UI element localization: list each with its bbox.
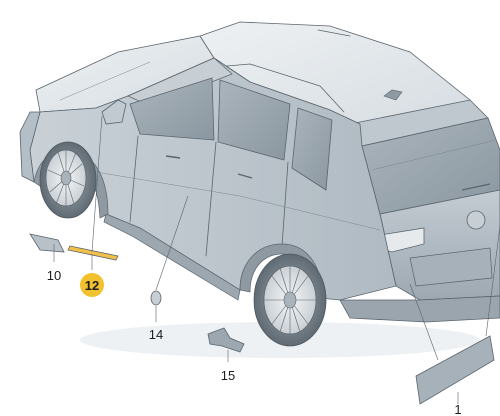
callout-12: 12 <box>85 278 99 293</box>
callout-10: 10 <box>47 268 61 283</box>
part-12-shape <box>67 245 119 261</box>
callout-12-badge: 12 <box>80 273 104 297</box>
suv-illustration <box>19 21 500 358</box>
part-15-shape <box>207 327 245 353</box>
rear-bumper <box>339 295 500 323</box>
plate-recess <box>409 247 493 287</box>
door-handle-rear <box>237 173 253 179</box>
roof-antenna <box>383 89 403 101</box>
rear-wheel <box>253 253 327 347</box>
callouts: 10 12 14 15 1 <box>47 268 462 416</box>
callout-1: 1 <box>454 402 461 416</box>
rear-side-window <box>217 79 291 161</box>
front-side-window <box>129 77 215 141</box>
part-1-shape <box>415 335 495 405</box>
door-handle-front <box>165 155 181 159</box>
highlight-badge <box>80 273 104 297</box>
callout-14: 14 <box>149 327 163 342</box>
quarter-window <box>291 107 333 191</box>
rear-logo <box>466 210 486 230</box>
leader-lines <box>53 115 500 404</box>
part-14-shape <box>150 290 162 306</box>
callout-15: 15 <box>221 368 235 383</box>
side-sill <box>103 213 241 301</box>
side-mirror <box>101 99 127 125</box>
front-wheel <box>39 141 97 219</box>
part-10-shape <box>29 233 65 253</box>
